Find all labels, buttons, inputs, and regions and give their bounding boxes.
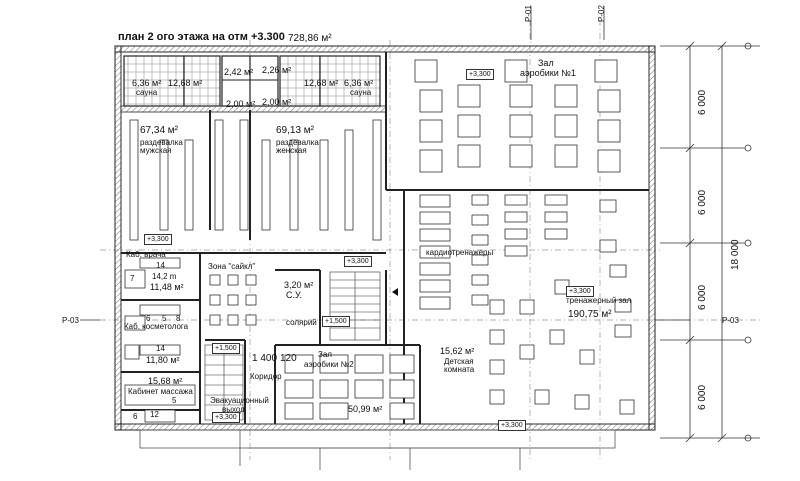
cosmetology-label: Каб. косметолога — [124, 322, 189, 331]
doctor-office-label: Каб. врача — [126, 250, 166, 259]
interior-walls — [121, 52, 649, 424]
wet-area-tiles — [120, 55, 387, 113]
locker-men-label-1: раздевалка — [140, 138, 183, 147]
section-mark-right: Р-03 — [722, 316, 739, 325]
locker-men-area: 67,34 м² — [140, 125, 179, 136]
dimension-1: 6 000 — [697, 89, 708, 115]
aerobics-2-area: 50,99 м² — [348, 404, 383, 414]
furniture-number: 6 — [133, 412, 138, 421]
aerobics-1-label-2: аэробики №1 — [520, 68, 576, 78]
locker-women-label-2: женская — [276, 146, 307, 155]
section-mark-left: Р-03 — [62, 316, 79, 325]
level-mark: +3,300 — [498, 420, 526, 431]
gym-equipment — [489, 199, 635, 415]
sauna-right-area: 6,36 м² — [344, 78, 374, 88]
cosmetology-number: 14 — [156, 344, 165, 353]
aerobics-1-label: Зал — [538, 58, 554, 68]
dimension-3: 6 000 — [697, 284, 708, 310]
furniture-number: 5 — [172, 396, 177, 405]
sauna-right-label: сауна — [350, 88, 372, 97]
dimension-4: 6 000 — [697, 384, 708, 410]
wc-5-area: 3,20 м² — [284, 280, 314, 290]
dimension-2: 6 000 — [697, 189, 708, 215]
section-mark-top-1: Р-01 — [524, 5, 533, 22]
furniture-number: 5 — [162, 314, 167, 323]
solarium-label: солярий — [286, 318, 317, 327]
office-furniture — [124, 257, 196, 423]
section-mark-top-2: Р-02 — [597, 5, 606, 22]
locker-women-area: 69,13 м² — [276, 125, 315, 136]
kids-room-label-2: комната — [444, 365, 475, 374]
massage-label: Кабинет массажа — [128, 387, 193, 396]
furniture-number: 12 — [150, 410, 159, 419]
cycle-zone-label: Зона "сайкл" — [208, 262, 256, 271]
furniture-number: 6 — [146, 314, 151, 323]
locker-men-label-2: мужская — [140, 146, 172, 155]
kids-room-area: 15,62 м² — [440, 346, 475, 356]
level-mark: +1,500 — [212, 343, 240, 354]
cycle-bikes — [209, 274, 257, 326]
corridor-label: Коридор — [250, 372, 282, 381]
plan-title: план 2 ого этажа на отм +3.300 — [118, 31, 285, 43]
kids-room-label-1: Детская — [444, 357, 474, 366]
aerobics-2-label: Зал — [318, 350, 332, 359]
wc-1-area: 2,42 м² — [224, 67, 254, 77]
level-mark: +3,300 — [466, 69, 494, 80]
shower-right-area: 12,68 м² — [304, 78, 339, 88]
corridor-dim-1: 1 400 — [252, 353, 278, 364]
gym-label: тренажерный зал — [566, 296, 632, 305]
balcony — [139, 429, 616, 470]
level-mark: +3,300 — [344, 256, 372, 267]
cosmetology-area: 11,80 м² — [146, 355, 180, 365]
level-mark: +3,300 — [212, 412, 240, 423]
furniture-number: 8 — [176, 314, 181, 323]
locker-women-label-1: раздевалка — [276, 138, 319, 147]
total-area: 728,86 м² — [288, 33, 332, 44]
arrow-marker — [392, 288, 398, 296]
furniture-number: 7 — [130, 274, 135, 283]
level-mark: +1,500 — [322, 316, 350, 327]
aerobics-mats-2 — [284, 354, 415, 420]
doctor-office-sub: 14,2 m — [152, 272, 177, 281]
sauna-left-label: сауна — [136, 88, 158, 97]
aerobics-2-label-2: аэробики №2 — [304, 360, 354, 369]
wc-4-area: 2,00 м² — [262, 97, 292, 107]
doctor-office-number: 14 — [156, 261, 165, 270]
stairs — [204, 271, 381, 421]
evac-label-2: выход — [222, 405, 245, 414]
level-mark: +3,300 — [144, 234, 172, 245]
wc-2-area: 2,26 м² — [262, 65, 292, 75]
cardio-machines — [419, 194, 568, 310]
wc-3-area: 2,00 м² — [226, 99, 256, 109]
doctor-office-area: 11,48 м² — [150, 282, 184, 292]
evac-label-1: Эвакуационный — [210, 396, 269, 405]
locker-benches — [129, 119, 382, 241]
level-mark: +3,300 — [566, 286, 594, 297]
corridor-dim-2: 120 — [280, 353, 297, 364]
cardio-label: кардиотренажеры — [426, 248, 494, 257]
sauna-left-area: 6,36 м² — [132, 78, 162, 88]
shower-left-area: 12,68 м² — [168, 78, 203, 88]
wc-5-label: С.У. — [286, 290, 303, 300]
gym-area: 190,75 м² — [568, 309, 612, 320]
aerobics-mats-1 — [414, 59, 621, 173]
dimension-total: 18 000 — [730, 239, 741, 270]
massage-area: 15,68 м² — [148, 376, 183, 386]
dimension-chain — [660, 41, 760, 443]
